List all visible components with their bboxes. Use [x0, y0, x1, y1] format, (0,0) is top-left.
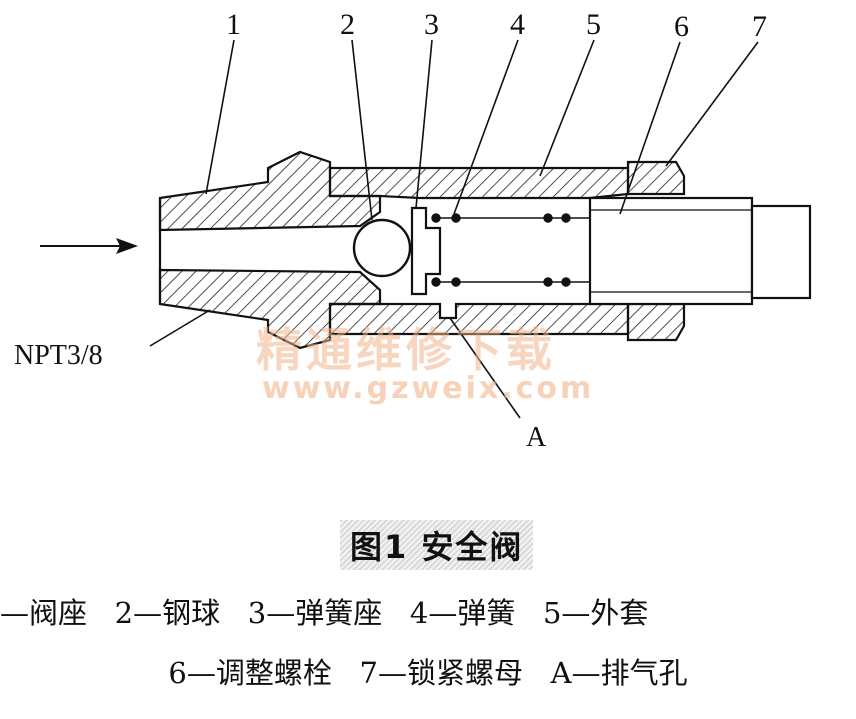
- watermark-url: www.gzweix.com: [262, 371, 594, 406]
- outer-sleeve-upper: [328, 166, 630, 200]
- part-number-label: 6: [674, 10, 689, 43]
- inlet-flow-arrow: [40, 238, 138, 254]
- adjusting-bolt-body: [588, 196, 754, 306]
- exhaust-hole-label: A: [526, 422, 547, 453]
- outer-sleeve-lower: [328, 302, 630, 336]
- part-number-label: 7: [752, 10, 767, 43]
- lock-nut-lower: [626, 302, 686, 342]
- spring-seat: [410, 206, 442, 296]
- leader-lines: [149, 39, 759, 419]
- part-number-label: 5: [586, 8, 601, 41]
- watermark-text: 精通维修下载: [256, 323, 556, 377]
- valve-seat-lower-wall: [158, 268, 382, 350]
- spring: [431, 213, 590, 287]
- inlet-thread-label: NPT3/8: [14, 340, 103, 371]
- adjusting-bolt-end: [750, 204, 812, 300]
- part-number-label: 4: [510, 8, 525, 41]
- steel-ball: [352, 218, 412, 278]
- legend-line: 6—调整螺栓 7—锁紧螺母 A—排气孔: [168, 656, 688, 690]
- part-number-label: 3: [424, 8, 439, 41]
- part-number-label: 1: [226, 8, 241, 41]
- part-number-label: 2: [340, 8, 355, 41]
- figure-caption: 图1 安全阀: [340, 520, 534, 570]
- legend-line: —阀座 2—钢球 3—弹簧座 4—弹簧 5—外套: [0, 596, 649, 630]
